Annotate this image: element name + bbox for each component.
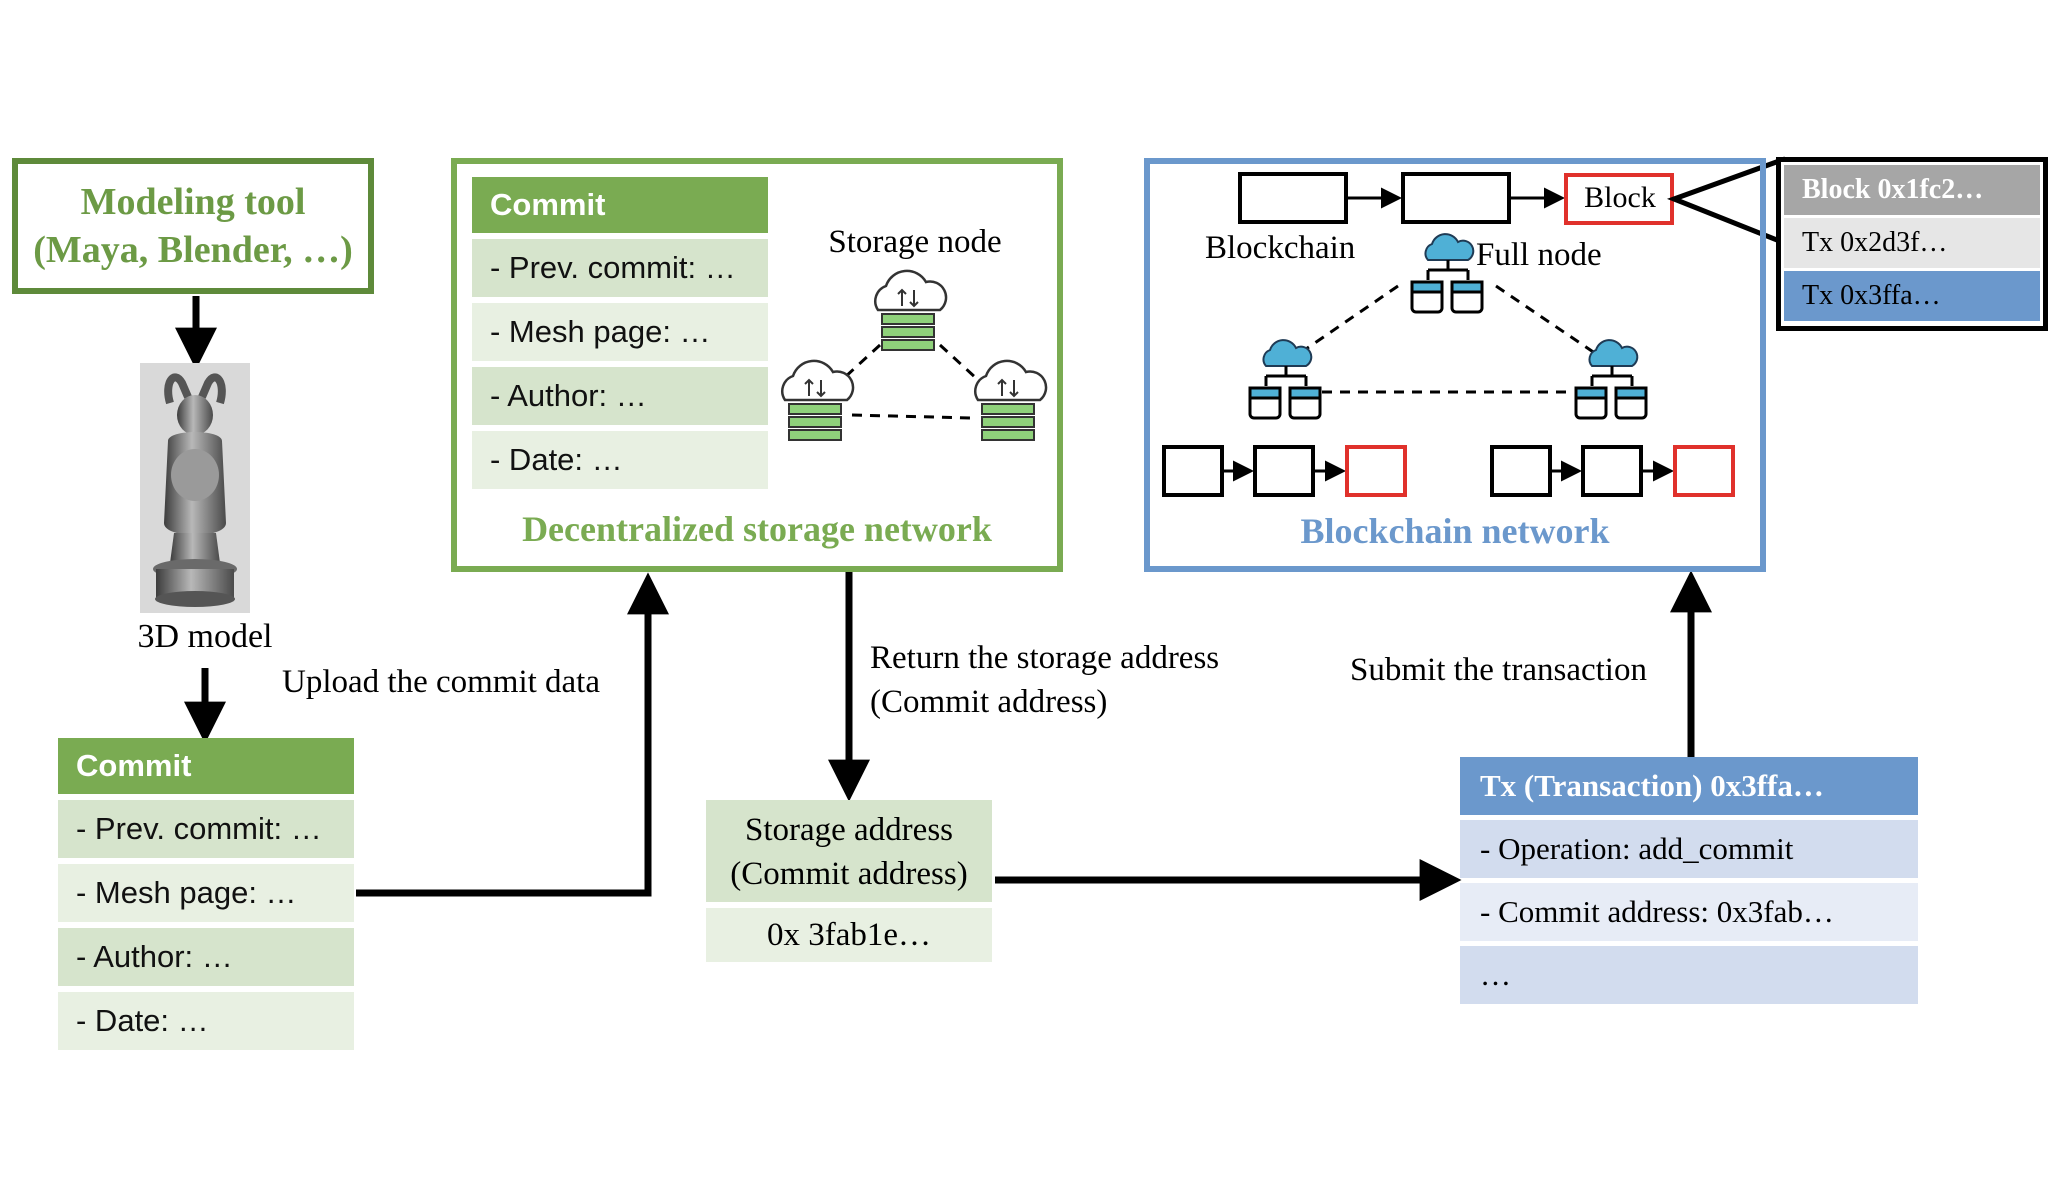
chain-block: [1253, 445, 1315, 497]
blockchain-network-title: Blockchain network: [1300, 511, 1610, 551]
modeling-tool-title: Modeling tool: [80, 181, 306, 223]
storage-node-icon: [781, 359, 855, 441]
storage-node-label: Storage node: [828, 224, 1002, 260]
block-detail-card: Block 0x1fc2… Tx 0x2d3f… Tx 0x3ffa…: [1776, 157, 2048, 331]
return-address-line1: Return the storage address: [870, 640, 1220, 676]
upload-label: Upload the commit data: [282, 664, 600, 700]
stored-commit-header: Commit: [472, 177, 768, 233]
chain-block: [1581, 445, 1643, 497]
storage-node-icon: [874, 269, 948, 351]
block-tx-row: Tx 0x2d3f…: [1784, 218, 2040, 268]
modeling-tool-box: Modeling tool (Maya, Blender, …): [12, 158, 374, 294]
stored-commit-field-date: - Date: …: [472, 431, 768, 489]
transaction-field-more: …: [1460, 946, 1918, 1004]
storage-network-title: Decentralized storage network: [522, 509, 992, 549]
transaction-field-commit-address: - Commit address: 0x3fab…: [1460, 883, 1918, 941]
fullnode-link: [1289, 284, 1399, 362]
commit-field-author: - Author: …: [58, 928, 354, 986]
stored-commit-field-author: - Author: …: [472, 367, 768, 425]
block-tx-row-highlighted: Tx 0x3ffa…: [1784, 271, 2040, 321]
stored-commit-field-prev-commit: - Prev. commit: …: [472, 239, 768, 297]
storage-network-box: [451, 158, 1063, 572]
transaction-card: Tx (Transaction) 0x3ffa… - Operation: ad…: [1460, 757, 1918, 1004]
blockchain-network-box: [1144, 158, 1766, 572]
blockchain-label: Blockchain: [1205, 230, 1356, 266]
3d-model-label: 3D model: [137, 618, 273, 655]
full-node-icon: [1574, 339, 1648, 420]
storage-node-icon: [974, 359, 1048, 441]
latest-block: [1673, 445, 1735, 497]
3d-model-image: [140, 363, 250, 613]
transaction-field-operation: - Operation: add_commit: [1460, 820, 1918, 878]
stored-commit-field-mesh-page: - Mesh page: …: [472, 303, 768, 361]
transaction-header: Tx (Transaction) 0x3ffa…: [1460, 757, 1918, 815]
commit-field-mesh-page: - Mesh page: …: [58, 864, 354, 922]
latest-block: [1345, 445, 1407, 497]
commit-card: Commit - Prev. commit: … - Mesh page: … …: [58, 738, 354, 1050]
chain-block: [1238, 172, 1348, 224]
storage-address-subtitle: (Commit address): [730, 856, 968, 892]
block-label: Block: [1584, 181, 1656, 214]
storage-address-card: Storage address (Commit address) 0x 3fab…: [706, 800, 992, 962]
return-address-label: Return the storage address (Commit addre…: [870, 636, 1219, 724]
fullnode-link: [1495, 284, 1606, 362]
storage-address-header: Storage address (Commit address): [706, 800, 992, 902]
return-address-line2: (Commit address): [870, 684, 1108, 720]
storage-link-bottom: [851, 413, 973, 420]
commit-field-date: - Date: …: [58, 992, 354, 1050]
arrow-upload-commit: [356, 572, 669, 897]
storage-link-top-right: [938, 343, 1002, 402]
commit-card-header: Commit: [58, 738, 354, 794]
submit-transaction-label: Submit the transaction: [1350, 652, 1647, 688]
modeling-tool-examples: (Maya, Blender, …): [33, 229, 353, 271]
commit-field-prev-commit: - Prev. commit: …: [58, 800, 354, 858]
stored-commit-card: Commit - Prev. commit: … - Mesh page: … …: [472, 177, 768, 489]
full-node-icon: [1410, 233, 1484, 314]
storage-address-title: Storage address: [744, 812, 954, 848]
full-node-icon: [1248, 339, 1322, 420]
storage-address-value: 0x 3fab1e…: [706, 908, 992, 962]
storage-link-top-left: [818, 343, 882, 402]
block-id-row: Block 0x1fc2…: [1784, 165, 2040, 215]
full-node-label: Full node: [1476, 237, 1602, 273]
